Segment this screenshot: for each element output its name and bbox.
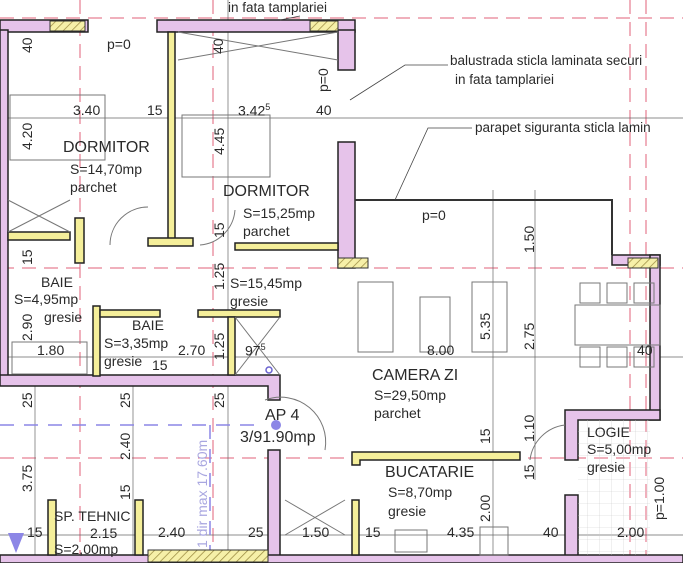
dimension: 1.25 <box>211 332 227 360</box>
apartment-area: 3/91.90mp <box>240 429 316 446</box>
dimension: 1.25 <box>211 262 227 290</box>
dimension: 40 <box>316 102 332 118</box>
dimension: 2.40 <box>117 432 133 460</box>
level-label: p=0 <box>315 68 331 92</box>
dimension: 25 <box>19 392 35 408</box>
dimension: 3.40 <box>73 102 101 118</box>
room-floor: gresie <box>587 459 626 475</box>
room-area-hol: S=15,45mp <box>230 275 302 291</box>
dimension: 4.35 <box>447 524 475 540</box>
note-parapet: parapet siguranta sticla lamin <box>475 120 651 135</box>
dimension: 15 <box>147 102 163 118</box>
room-name-dormitor: DORMITOR <box>223 183 310 200</box>
dimension: 2.90 <box>19 313 35 341</box>
apartment-name: AP 4 <box>265 407 300 424</box>
level-label: p=1.00 <box>651 476 667 520</box>
level-label: p=0 <box>107 36 131 52</box>
dimension: 2.70 <box>178 342 206 358</box>
room-name-logie: LOGIE <box>587 424 630 440</box>
room-area: S=14,70mp <box>70 161 142 177</box>
dimension: 3.425 <box>238 102 271 119</box>
partitions <box>7 31 521 556</box>
room-floor: gresie <box>44 309 83 325</box>
exterior-walls <box>0 19 683 563</box>
dimension: 15 <box>521 464 537 480</box>
dimension: 40 <box>19 37 35 53</box>
dimension: 15 <box>152 357 168 373</box>
stair-arrow-icon <box>8 533 24 553</box>
stair-outline <box>0 424 260 550</box>
room-name-camera-zi: CAMERA ZI <box>372 367 459 384</box>
dimension: 1.50 <box>302 524 330 540</box>
windows <box>49 20 659 563</box>
room-area: S=3,35mp <box>104 335 169 351</box>
leader-lines <box>279 15 472 201</box>
room-name-baie: BAIE <box>41 274 73 290</box>
level-label: p=0 <box>422 207 446 223</box>
dimension: 2.15 <box>90 525 118 541</box>
dimension: 1.80 <box>37 342 65 358</box>
logie-tiles <box>578 420 650 555</box>
room-name-bucatarie: BUCATARIE <box>385 464 475 481</box>
room-name-baie: BAIE <box>132 317 164 333</box>
dimension: 5.35 <box>477 312 493 340</box>
drain-icon <box>265 366 273 374</box>
dimension: 40 <box>543 524 559 540</box>
dimension: 8.00 <box>427 342 455 358</box>
dimension: 2.40 <box>158 524 186 540</box>
room-floor: parchet <box>70 179 117 195</box>
dimension: 1.10 <box>521 414 537 442</box>
room-area: S=5,00mp <box>587 441 652 457</box>
stair-note: 1 dir max 17.60m <box>194 439 210 548</box>
dimension: 975 <box>245 342 266 359</box>
dimension: 2.00 <box>617 524 645 540</box>
dimension: 2.75 <box>521 322 537 350</box>
dimension: 3.75 <box>19 464 35 492</box>
room-floor: gresie <box>388 503 427 519</box>
room-floor: gresie <box>230 293 269 309</box>
dimension: 15 <box>19 249 35 265</box>
note-balustrade: balustrada sticla laminata securi <box>450 53 643 68</box>
dimension: 1.50 <box>521 225 537 253</box>
room-area: S=2,00mp <box>54 541 119 557</box>
room-name-sp-tehnic: SP. TEHNIC <box>54 508 131 524</box>
note-top-cut: in fata tamplariei <box>228 0 328 15</box>
room-floor: parchet <box>243 223 290 239</box>
furniture <box>7 31 661 556</box>
dimension: 25 <box>248 524 264 540</box>
room-name-dormitor: DORMITOR <box>63 139 150 156</box>
dimension: 4.20 <box>19 122 35 150</box>
room-area: S=29,50mp <box>374 387 446 403</box>
room-floor: parchet <box>374 405 421 421</box>
dimension: 15 <box>27 524 43 540</box>
dimension: 40 <box>637 342 653 358</box>
room-area: S=8,70mp <box>388 484 453 500</box>
dimension: 15 <box>365 524 381 540</box>
dimension: 40 <box>210 38 226 54</box>
note-balustrade-2: in fata tamplariei <box>455 72 555 87</box>
room-area: S=15,25mp <box>243 205 315 221</box>
dimension: 4.45 <box>211 127 227 155</box>
room-floor: gresie <box>104 353 143 369</box>
dimension: 2.00 <box>477 494 493 522</box>
dimension: 15 <box>117 484 133 500</box>
dimension: 15 <box>211 222 227 238</box>
parapet-line <box>355 199 613 255</box>
dimension: 25 <box>211 392 227 408</box>
dimension: 15 <box>477 428 493 444</box>
dimension: 25 <box>117 392 133 408</box>
entrance-marker-icon <box>271 420 281 430</box>
room-area: S=4,95mp <box>14 291 79 307</box>
